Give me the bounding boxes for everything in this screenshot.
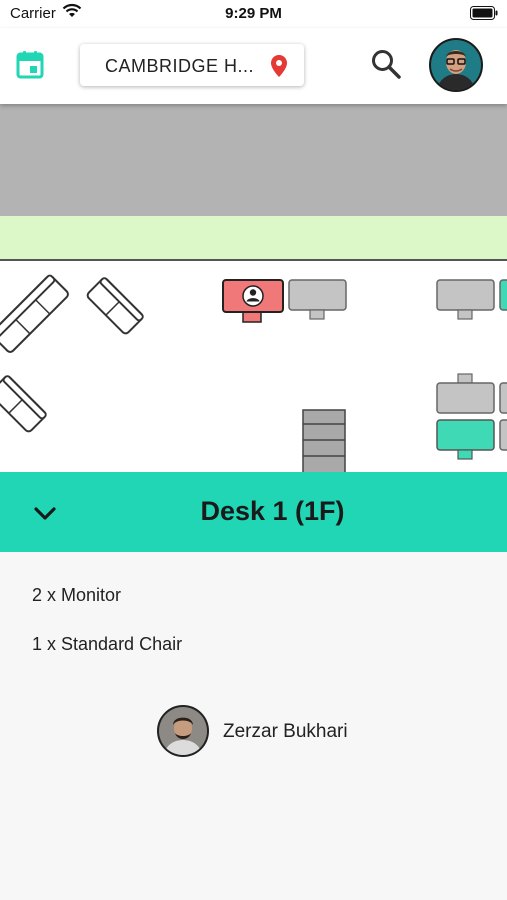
desk-available[interactable] [436,419,495,460]
search-icon [372,50,401,79]
wifi-icon [62,3,82,23]
occupant-name: Zerzar Bukhari [223,721,348,742]
location-pin-icon [270,54,288,83]
desk-occupied[interactable] [499,419,507,451]
status-time: 9:29 PM [225,5,282,22]
carrier-label: Carrier [10,5,56,22]
desk-title: Desk 1 (1F) [200,496,345,526]
desk-occupied[interactable] [499,382,507,414]
storage-cabinet [302,409,346,474]
sofa-icon [0,375,47,433]
sofa-icon [0,274,69,353]
floor-plan[interactable] [0,104,507,474]
occupant-avatar [157,705,209,757]
battery-icon [470,6,498,24]
calendar-icon [16,51,44,79]
user-avatar[interactable] [429,38,483,92]
location-selector[interactable]: CAMBRIDGE H... [80,44,304,86]
floor-zone-corridor [0,216,507,261]
app-header: CAMBRIDGE H... [0,28,507,104]
desk-occupied[interactable] [436,373,495,414]
sofa-icon [86,277,144,335]
desk-occupied[interactable] [499,279,507,311]
desk-occupied[interactable] [288,279,347,320]
location-name: CAMBRIDGE H... [105,56,255,76]
desk-selected[interactable] [222,279,284,323]
desk-occupied[interactable] [436,279,495,320]
floor-zone-unavailable [0,104,507,216]
equipment-item: 1 x Standard Chair [32,634,183,654]
calendar-button[interactable] [16,50,44,80]
search-button[interactable] [370,48,402,80]
chevron-down-icon [34,507,56,520]
equipment-item: 2 x Monitor [32,585,122,605]
collapse-button[interactable] [30,498,60,528]
desk-detail-header: Desk 1 (1F) [0,472,507,552]
status-bar: Carrier 9:29 PM [0,0,507,28]
